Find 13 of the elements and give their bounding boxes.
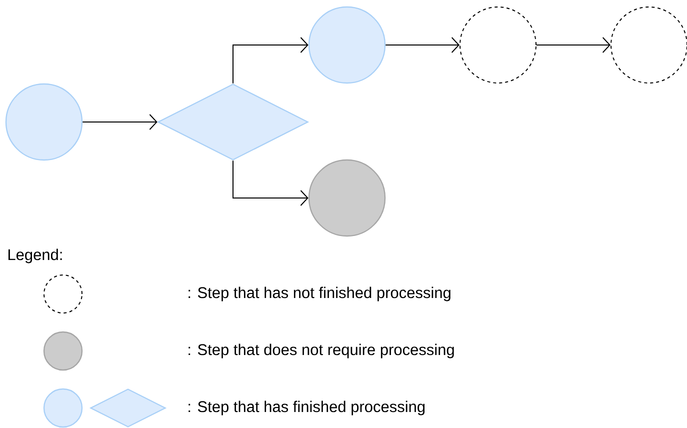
legend-text: : Step that has not finished processing (188, 286, 450, 302)
arrow (232, 160, 308, 206)
step-circle (460, 6, 536, 84)
arrow (536, 37, 611, 53)
step-circle (5, 83, 83, 161)
legend-text: : Step that has finished processing (188, 400, 425, 416)
arrow (385, 37, 460, 53)
legend-text: : Step that does not require processing (188, 344, 454, 358)
arrow (232, 37, 308, 84)
step-circle (308, 159, 386, 237)
step-circle (308, 6, 386, 84)
arrow (82, 114, 158, 130)
legend-heading: Legend: (8, 248, 62, 264)
